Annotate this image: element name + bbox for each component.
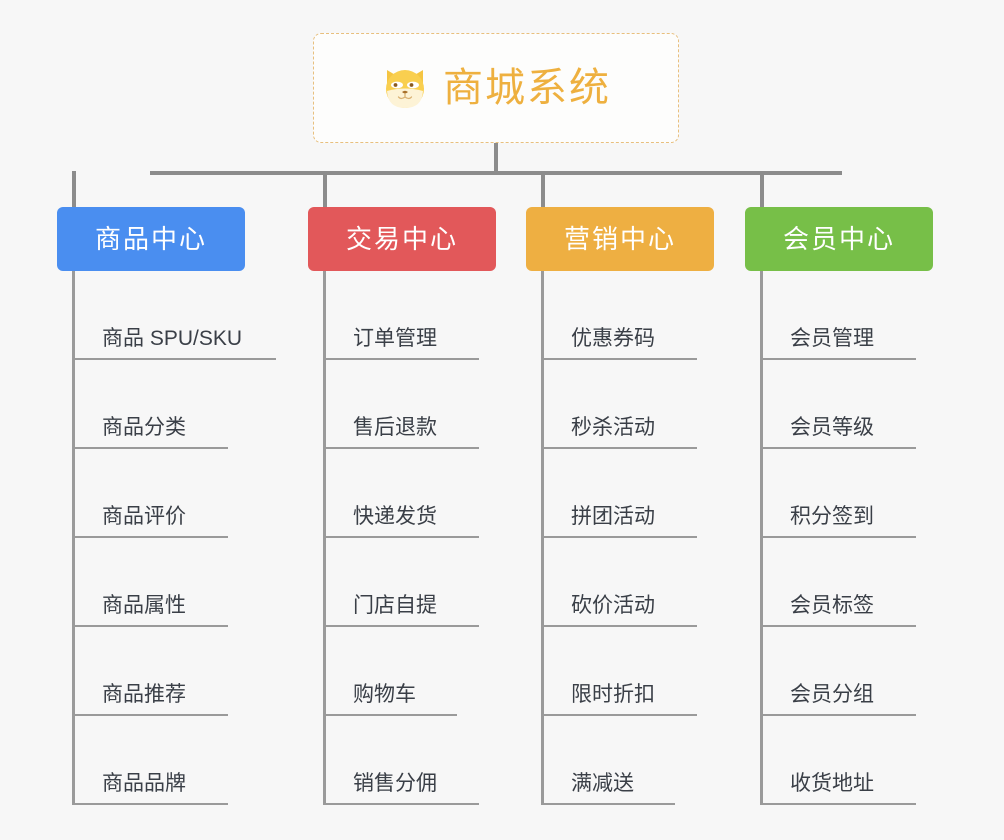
leaf-item-rule — [323, 358, 479, 360]
category-label: 交易中心 — [345, 224, 458, 254]
leaf-item-rule — [760, 447, 916, 449]
leaf-item-label: 订单管理 — [353, 327, 437, 350]
leaf-column-1: 商品 SPU/SKU 商品分类商品评价商品属性商品推荐商品品牌 — [72, 271, 276, 805]
leaf-item-label: 满减送 — [571, 772, 634, 795]
leaf-item-label: 优惠券码 — [571, 327, 655, 350]
leaf-item[interactable]: 快递发货 — [323, 449, 479, 538]
leaf-item-label: 售后退款 — [353, 416, 437, 439]
leaf-item-label: 门店自提 — [353, 594, 437, 617]
leaf-item-rule — [760, 358, 916, 360]
leaf-item-rule — [72, 625, 228, 627]
leaf-item-label: 会员标签 — [790, 594, 874, 617]
leaf-item-label: 商品评价 — [102, 505, 186, 528]
leaf-item[interactable]: 优惠券码 — [541, 271, 697, 360]
leaf-item[interactable]: 秒杀活动 — [541, 360, 697, 449]
leaf-item-label: 会员分组 — [790, 683, 874, 706]
connector-drop-2 — [323, 171, 327, 211]
leaf-item[interactable]: 销售分佣 — [323, 716, 479, 805]
connector-horizontal-bar — [150, 171, 842, 175]
leaf-item-label: 秒杀活动 — [571, 416, 655, 439]
leaf-item[interactable]: 订单管理 — [323, 271, 479, 360]
leaf-item-label: 砍价活动 — [571, 594, 655, 617]
leaf-item-rule — [72, 447, 228, 449]
leaf-item-label: 销售分佣 — [353, 772, 437, 795]
shiba-dog-icon — [386, 70, 424, 108]
leaf-item[interactable]: 商品推荐 — [72, 627, 242, 716]
leaf-item[interactable]: 购物车 — [323, 627, 457, 716]
connector-drop-1 — [72, 171, 76, 211]
leaf-item-rule — [760, 625, 916, 627]
leaf-item-label: 商品品牌 — [102, 772, 186, 795]
leaf-item[interactable]: 会员等级 — [760, 360, 916, 449]
leaf-item[interactable]: 售后退款 — [323, 360, 479, 449]
leaf-item-label: 快递发货 — [353, 505, 437, 528]
root-node-title: 商城系统 — [443, 66, 611, 110]
leaf-item[interactable]: 商品评价 — [72, 449, 242, 538]
category-box-2[interactable]: 交易中心 — [308, 207, 496, 271]
root-node-shopping-mall-system[interactable]: 商城系统 — [313, 33, 679, 143]
leaf-item-rule — [760, 803, 916, 805]
leaf-item[interactable]: 满减送 — [541, 716, 675, 805]
category-label: 会员中心 — [782, 224, 895, 254]
leaf-item-rule — [72, 358, 276, 360]
leaf-item-label: 商品推荐 — [102, 683, 186, 706]
leaf-item-rule — [323, 714, 457, 716]
leaf-item-label: 限时折扣 — [571, 683, 655, 706]
leaf-item-rule — [541, 714, 697, 716]
leaf-item-label: 商品属性 — [102, 594, 186, 617]
leaf-item-rule — [323, 625, 479, 627]
leaf-item-label: 收货地址 — [790, 772, 874, 795]
leaf-item-rule — [72, 803, 228, 805]
leaf-item[interactable]: 限时折扣 — [541, 627, 697, 716]
leaf-item[interactable]: 商品 SPU/SKU — [72, 271, 276, 360]
leaf-item-label: 会员等级 — [790, 416, 874, 439]
leaf-item-rule — [541, 536, 697, 538]
leaf-item-label: 积分签到 — [790, 505, 874, 528]
leaf-item-rule — [72, 536, 228, 538]
leaf-item-label: 会员管理 — [790, 327, 874, 350]
category-box-4[interactable]: 会员中心 — [745, 207, 933, 271]
leaf-item[interactable]: 会员管理 — [760, 271, 916, 360]
leaf-item[interactable]: 会员标签 — [760, 538, 916, 627]
leaf-item-rule — [72, 714, 228, 716]
leaf-item[interactable]: 收货地址 — [760, 716, 916, 805]
category-label: 营销中心 — [563, 224, 676, 254]
leaf-item-rule — [541, 358, 697, 360]
leaf-item-rule — [323, 447, 479, 449]
leaf-column-3: 优惠券码秒杀活动拼团活动砍价活动限时折扣满减送 — [541, 271, 697, 805]
leaf-item-label: 购物车 — [353, 683, 416, 706]
category-box-3[interactable]: 营销中心 — [526, 207, 714, 271]
column-spine — [760, 271, 763, 805]
column-spine — [72, 271, 75, 805]
leaf-item[interactable]: 积分签到 — [760, 449, 916, 538]
leaf-item-rule — [323, 803, 479, 805]
category-box-1[interactable]: 商品中心 — [57, 207, 245, 271]
leaf-item-rule — [323, 536, 479, 538]
leaf-item[interactable]: 商品属性 — [72, 538, 242, 627]
category-label: 商品中心 — [94, 224, 207, 254]
leaf-item[interactable]: 会员分组 — [760, 627, 916, 716]
connector-root-stem — [494, 143, 498, 175]
leaf-item-rule — [541, 447, 697, 449]
leaf-item-label: 商品分类 — [102, 416, 186, 439]
column-spine — [323, 271, 326, 805]
leaf-column-2: 订单管理售后退款快递发货门店自提购物车销售分佣 — [323, 271, 479, 805]
leaf-item[interactable]: 拼团活动 — [541, 449, 697, 538]
leaf-item-label: 商品 SPU/SKU — [102, 327, 243, 350]
leaf-item[interactable]: 商品分类 — [72, 360, 242, 449]
leaf-item-label: 拼团活动 — [571, 505, 655, 528]
leaf-item-rule — [541, 625, 697, 627]
connector-drop-3 — [541, 171, 545, 211]
leaf-item-rule — [760, 714, 916, 716]
leaf-item[interactable]: 商品品牌 — [72, 716, 242, 805]
connector-drop-4 — [760, 171, 764, 211]
leaf-item[interactable]: 门店自提 — [323, 538, 479, 627]
leaf-item-rule — [760, 536, 916, 538]
column-spine — [541, 271, 544, 805]
leaf-item[interactable]: 砍价活动 — [541, 538, 697, 627]
leaf-item-rule — [541, 803, 675, 805]
leaf-column-4: 会员管理会员等级积分签到会员标签会员分组收货地址 — [760, 271, 916, 805]
